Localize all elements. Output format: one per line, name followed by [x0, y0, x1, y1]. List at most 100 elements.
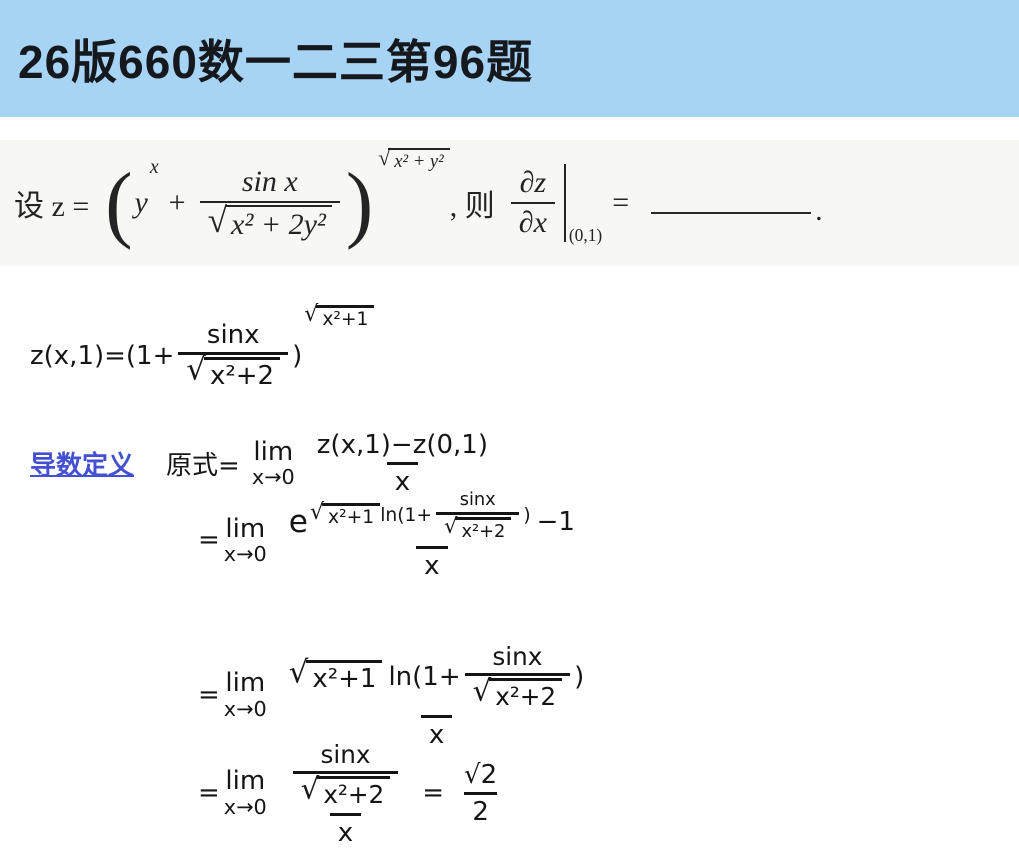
- line3-denominator: x: [416, 545, 448, 583]
- sqrt-symbol: √: [304, 301, 319, 327]
- sqrt-expression: √ x²+1: [288, 654, 383, 694]
- sqrt-expression: √ x²+2: [444, 513, 512, 542]
- line5-outer-denominator: x: [329, 813, 362, 850]
- sqrt-symbol: √: [207, 199, 228, 240]
- lim-subscript: x→0: [223, 794, 267, 819]
- lim-subscript: x→0: [223, 696, 267, 721]
- exp-inner-numerator: sinx: [459, 488, 496, 510]
- sqrt-symbol: √: [309, 499, 325, 525]
- problem-scan: 设 z = ( y x + sin x √ x² + 2y² ): [0, 140, 1019, 266]
- line4-inner-numerator: sinx: [492, 642, 543, 671]
- sqrt-expression: √ x²+1: [309, 499, 381, 528]
- result-fraction: √2 2: [456, 758, 505, 829]
- line1-numerator: sinx: [206, 320, 260, 350]
- evaluation-point: (0,1): [568, 225, 603, 245]
- sqrt-symbol: √: [186, 352, 206, 388]
- sqrt-expression: √ x²+2: [300, 771, 391, 809]
- sin-numerator: sin x: [241, 164, 298, 198]
- lim-subscript: x→0: [223, 542, 267, 567]
- sqrt-radicand: x²+1: [322, 502, 381, 528]
- lim-word: lim: [253, 436, 294, 467]
- line2-numerator: z(x,1)−z(0,1): [316, 430, 488, 460]
- limit-operator: lim x→0: [224, 669, 267, 720]
- sqrt-expression: √ x²+2: [186, 352, 281, 391]
- exp-inner-fraction: sinx √ x²+2: [436, 487, 520, 544]
- line4-denominator: x: [420, 715, 453, 752]
- partial-eval-group: ∂z ∂x (0,1): [507, 164, 602, 245]
- partial-derivative: ∂z ∂x: [510, 164, 555, 242]
- ln-open: ln(1+: [388, 661, 461, 692]
- line3-fraction: e √ x²+1 ln(1+ sinx √ x²+2: [281, 489, 583, 583]
- solution-line-5: = lim x→0 sinx √ x²+2 x = √2: [198, 736, 509, 850]
- solution-line-3: = lim x→0 e √ x²+1 ln(1+ sinx: [198, 489, 587, 583]
- line4-fraction: √ x²+1 ln(1+ sinx √ x²+2 ) x: [281, 638, 593, 752]
- sqrt-expression: √ x²+1: [304, 301, 375, 330]
- line5-equals-2: =: [422, 778, 445, 808]
- line4-equals: =: [198, 680, 220, 710]
- solution-line-1: z(x,1)=(1+ sinx √ x²+2 ) √ x²+1: [30, 303, 375, 393]
- euler-e: e: [288, 503, 308, 540]
- line4-inner-denominator: √ x²+2: [464, 673, 571, 713]
- close-paren: ): [345, 154, 374, 251]
- line3-equals: =: [198, 525, 220, 556]
- sqrt-radicand: x²+2: [489, 678, 563, 711]
- equals-sign: =: [612, 186, 630, 219]
- sqrt-radicand: x²+2: [203, 357, 281, 391]
- sqrt-radicand: x²+2: [455, 516, 512, 542]
- result-numerator: √2: [464, 759, 498, 790]
- line1-fraction: sinx √ x²+2: [178, 318, 289, 393]
- lim-word: lim: [225, 513, 266, 544]
- sqrt-radicand: x² + 2y²: [225, 204, 332, 242]
- var-y: y: [134, 186, 148, 219]
- line5-inner-fraction: sinx √ x²+2: [292, 738, 399, 811]
- lim-word: lim: [225, 668, 266, 699]
- plus-operator: +: [168, 186, 186, 219]
- e-exponent: √ x²+1 ln(1+ sinx √ x²+2 ): [310, 487, 531, 544]
- then-text: , 则: [449, 190, 495, 223]
- minus-one: −1: [536, 506, 575, 537]
- ln-open: ln(1+: [380, 504, 433, 526]
- solution-line-4: = lim x→0 √ x²+1 ln(1+ sinx √ x²+2: [198, 638, 596, 752]
- ln-close: ): [574, 661, 585, 692]
- partial-numerator: ∂z: [519, 166, 547, 199]
- sqrt-symbol: √: [444, 513, 458, 538]
- outer-exponent: √ x² + y²: [378, 144, 450, 173]
- note-header: 26版660数一二三第96题: [0, 0, 1019, 117]
- line1-close-paren: ): [292, 340, 303, 371]
- sqrt-radicand: x² + y²: [388, 147, 450, 173]
- open-paren: (: [105, 154, 133, 251]
- sqrt-symbol: √: [472, 673, 492, 708]
- line4-inner-fraction: sinx √ x²+2: [464, 640, 571, 713]
- line1-lhs: z(x,1)=(1+: [30, 340, 175, 371]
- problem-formula: 设 z = ( y x + sin x √ x² + 2y² ): [14, 146, 823, 251]
- line2-fraction: z(x,1)−z(0,1) x: [309, 428, 496, 499]
- partial-denominator: ∂x: [510, 202, 555, 242]
- line5-outer-fraction: sinx √ x²+2 x: [281, 736, 410, 850]
- sqrt-radicand: x²+1: [316, 304, 375, 330]
- line1-denominator: √ x²+2: [178, 352, 289, 393]
- solution-line-2: 导数定义 原式= lim x→0 z(x,1)−z(0,1) x: [30, 428, 500, 499]
- paren-content: y x + sin x √ x² + 2y²: [134, 156, 344, 244]
- lim-subscript: x→0: [251, 465, 295, 490]
- line3-numerator: e √ x²+1 ln(1+ sinx √ x²+2: [281, 489, 583, 546]
- exp-inner-denominator: √ x²+2: [436, 511, 520, 544]
- y-exponent: x: [149, 155, 159, 178]
- page-title: 26版660数一二三第96题: [18, 35, 534, 88]
- limit-operator: lim x→0: [252, 438, 295, 489]
- sin-denominator: √ x² + 2y²: [199, 199, 340, 244]
- line5-inner-numerator: sinx: [320, 740, 371, 769]
- limit-operator: lim x→0: [224, 515, 267, 566]
- problem-lead: 设 z =: [14, 190, 90, 223]
- line2-denominator: x: [386, 462, 419, 499]
- sqrt-symbol: √: [300, 771, 320, 806]
- sin-fraction: sin x √ x² + 2y²: [199, 163, 340, 244]
- sqrt-symbol: √: [288, 654, 309, 690]
- sqrt-expression: √ x² + y²: [378, 144, 450, 173]
- sqrt-symbol: √: [378, 144, 391, 170]
- sqrt-radicand: x²+1: [306, 659, 383, 694]
- line1-exponent: √ x²+1: [304, 301, 375, 330]
- lim-word: lim: [225, 766, 266, 797]
- result-denominator: 2: [464, 791, 497, 829]
- line4-numerator: √ x²+1 ln(1+ sinx √ x²+2 ): [281, 638, 593, 715]
